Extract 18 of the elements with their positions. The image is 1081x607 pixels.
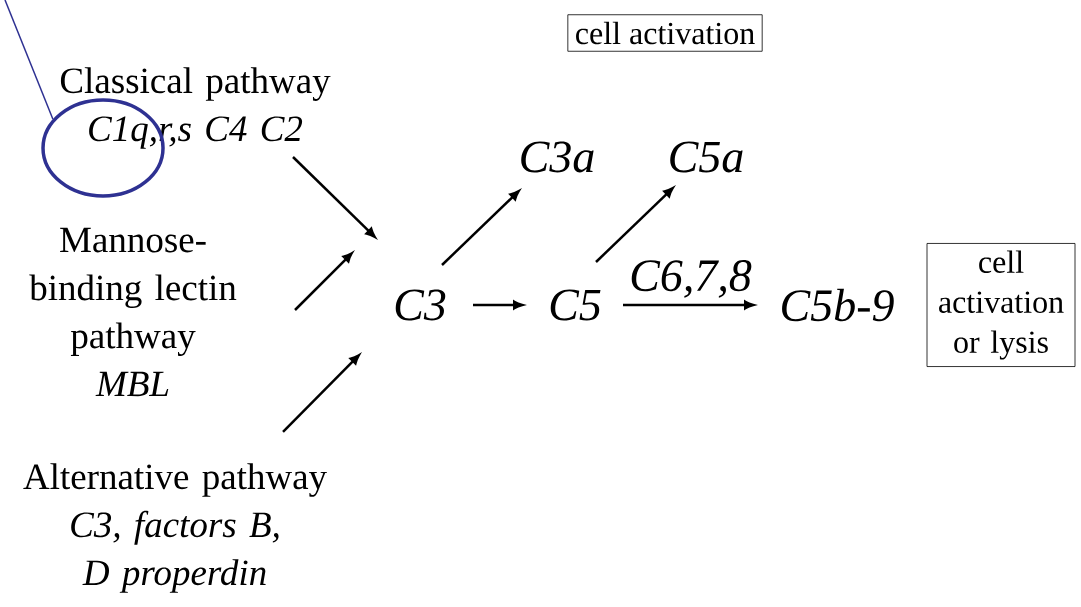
arrow bbox=[292, 156, 376, 238]
component-label: C3 bbox=[395, 289, 446, 321]
arrow bbox=[595, 187, 674, 263]
component-label: C5 bbox=[550, 289, 601, 321]
outcome-box: cell activation bbox=[567, 14, 763, 52]
arrow bbox=[282, 354, 360, 433]
component-label: C3a bbox=[521, 141, 594, 173]
pathway-label: Alternative pathway C3, factors B, D properdin bbox=[23, 463, 327, 593]
arrow bbox=[623, 300, 755, 310]
arrow bbox=[441, 190, 520, 266]
outcome-box: cell activation or lysis bbox=[926, 243, 1076, 367]
arrow bbox=[294, 252, 353, 311]
edge-label: C6,7,8 bbox=[628, 259, 753, 299]
arrow bbox=[473, 300, 524, 310]
pathway-label: Mannose-binding lectin pathway MBL bbox=[29, 227, 237, 397]
component-label: C5a bbox=[670, 141, 743, 173]
component-label: C5b-9 bbox=[782, 288, 894, 322]
leader-line bbox=[4, 0, 54, 120]
